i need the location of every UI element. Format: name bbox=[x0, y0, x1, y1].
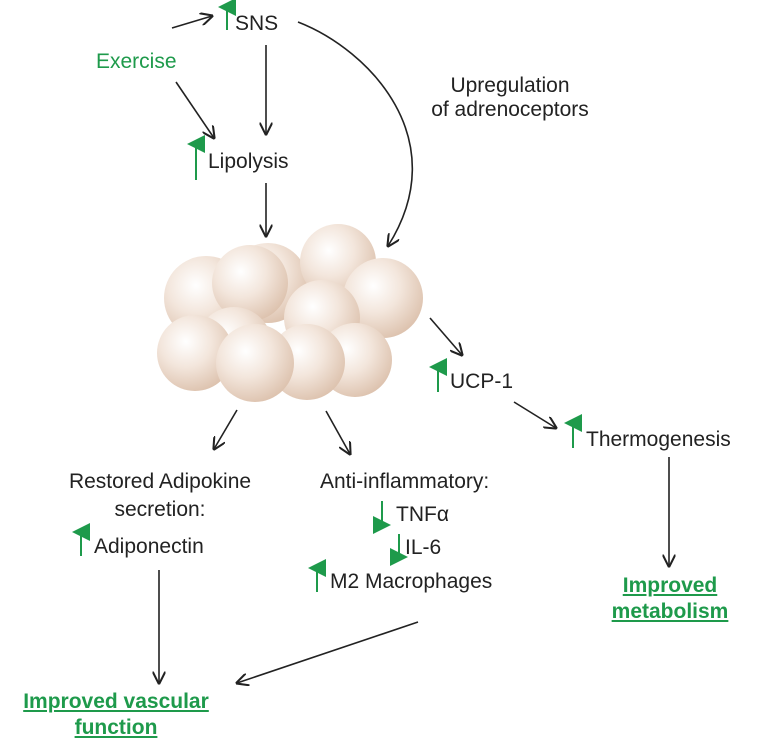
anti-inflammatory-label: Anti-inflammatory: bbox=[320, 470, 490, 493]
exercise-label: Exercise bbox=[96, 50, 177, 73]
improved-vascular-line2: function bbox=[74, 716, 158, 739]
upregulation-label: Upregulation of adrenoceptors bbox=[412, 74, 608, 122]
arrow-exercise-to-lipolysis bbox=[175, 81, 214, 138]
arrow-macrophages-to-vascular bbox=[237, 621, 419, 683]
tnfa-label: TNFα bbox=[396, 503, 449, 526]
adipocyte-cell bbox=[212, 245, 288, 321]
il6-label: IL-6 bbox=[405, 536, 442, 559]
arrow-adipocytes-to-adipokine bbox=[214, 409, 238, 449]
adiponectin-label: Adiponectin bbox=[94, 535, 204, 558]
adipokine-label: Restored Adipokine secretion: bbox=[40, 468, 280, 524]
upregulation-line2: of adrenoceptors bbox=[431, 98, 589, 121]
sns-label: SNS bbox=[235, 12, 279, 35]
arrow-adipocytes-to-anti-inflammatory bbox=[325, 410, 350, 454]
arrow-sns-to-adipocytes bbox=[297, 21, 414, 246]
arrow-ucp1-to-thermogenesis bbox=[513, 401, 556, 428]
improved-metabolism-line1: Improved bbox=[622, 574, 718, 597]
adipocyte-cluster-icon bbox=[157, 224, 423, 402]
adipokine-line1: Restored Adipokine bbox=[68, 470, 252, 493]
adipokine-line2: secretion: bbox=[114, 498, 206, 521]
improved-vascular-label: Improved vascular function bbox=[0, 689, 232, 741]
improved-metabolism-label: Improved metabolism bbox=[589, 573, 751, 625]
improved-vascular-line1: Improved vascular bbox=[23, 690, 209, 713]
adipocyte-cell bbox=[157, 315, 233, 391]
thermogenesis-label: Thermogenesis bbox=[586, 428, 731, 451]
upregulation-line1: Upregulation bbox=[450, 74, 570, 97]
m2-macrophages-label: M2 Macrophages bbox=[330, 570, 493, 593]
arrow-exercise-to-sns bbox=[171, 16, 212, 29]
lipolysis-label: Lipolysis bbox=[208, 150, 289, 173]
improved-metabolism-line2: metabolism bbox=[611, 600, 729, 623]
adipocyte-cell bbox=[343, 258, 423, 338]
ucp1-label: UCP-1 bbox=[450, 370, 514, 393]
adipocyte-cell bbox=[216, 324, 294, 402]
arrow-adipocytes-to-ucp1 bbox=[429, 317, 462, 355]
